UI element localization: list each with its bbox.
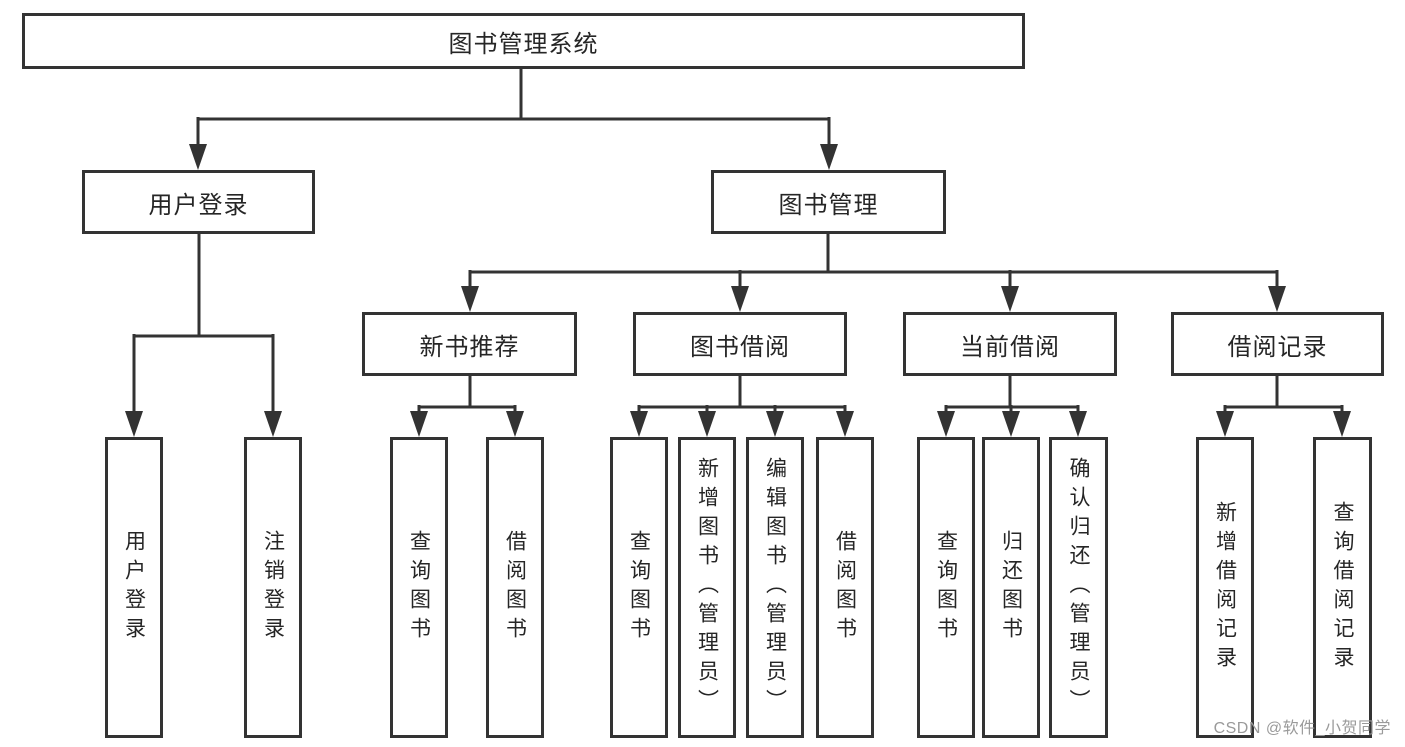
leaf-query-book-borrow: 查询图书 (610, 437, 668, 738)
node-current-borrowing: 当前借阅 (903, 312, 1117, 376)
leaf-query-book-current: 查询图书 (917, 437, 975, 738)
node-label: 查询图书 (407, 529, 431, 646)
node-label: 注销登录 (261, 529, 285, 646)
node-label: 当前借阅 (960, 333, 1060, 361)
leaf-confirm-return-admin: 确认归还（管理员） (1049, 437, 1108, 738)
leaf-query-book-recommend: 查询图书 (390, 437, 448, 738)
leaf-add-borrow-record: 新增借阅记录 (1196, 437, 1254, 738)
node-label: 图书借阅 (690, 333, 790, 361)
node-label: 用户登录 (122, 529, 146, 646)
node-label: 用户登录 (148, 191, 249, 219)
node-borrowing-records: 借阅记录 (1171, 312, 1384, 376)
node-label: 查询图书 (934, 529, 958, 646)
leaf-edit-book-admin: 编辑图书（管理员） (746, 437, 804, 738)
node-label: 确认归还（管理员） (1067, 457, 1090, 718)
leaf-return-book: 归还图书 (982, 437, 1040, 738)
node-new-book-recommend: 新书推荐 (362, 312, 577, 376)
node-root: 图书管理系统 (22, 13, 1025, 69)
node-book-borrowing: 图书借阅 (633, 312, 847, 376)
node-label: 新书推荐 (419, 333, 520, 361)
leaf-logout: 注销登录 (244, 437, 302, 738)
node-label: 新增图书（管理员） (695, 457, 719, 718)
node-label: 借阅记录 (1227, 333, 1328, 361)
leaf-borrow-book-recommend: 借阅图书 (486, 437, 544, 738)
leaf-query-borrow-record: 查询借阅记录 (1313, 437, 1372, 738)
csdn-watermark: CSDN @软件_小贺同学 (1213, 720, 1391, 737)
leaf-user-login: 用户登录 (105, 437, 163, 738)
node-user-login-branch: 用户登录 (82, 170, 315, 234)
node-label: 编辑图书（管理员） (763, 457, 787, 718)
arrowheads (125, 144, 1351, 437)
node-label: 图书管理系统 (448, 30, 599, 58)
leaf-borrow-book: 借阅图书 (816, 437, 874, 738)
node-label: 借阅图书 (833, 529, 857, 646)
node-label: 归还图书 (999, 529, 1023, 646)
connector-shafts (132, 69, 1344, 416)
node-label: 查询借阅记录 (1331, 500, 1354, 675)
node-label: 图书管理 (778, 191, 879, 219)
node-label: 借阅图书 (503, 529, 527, 646)
leaf-add-book-admin: 新增图书（管理员） (678, 437, 736, 738)
node-book-management: 图书管理 (711, 170, 946, 234)
node-label: 新增借阅记录 (1213, 500, 1237, 675)
node-label: 查询图书 (627, 529, 651, 646)
